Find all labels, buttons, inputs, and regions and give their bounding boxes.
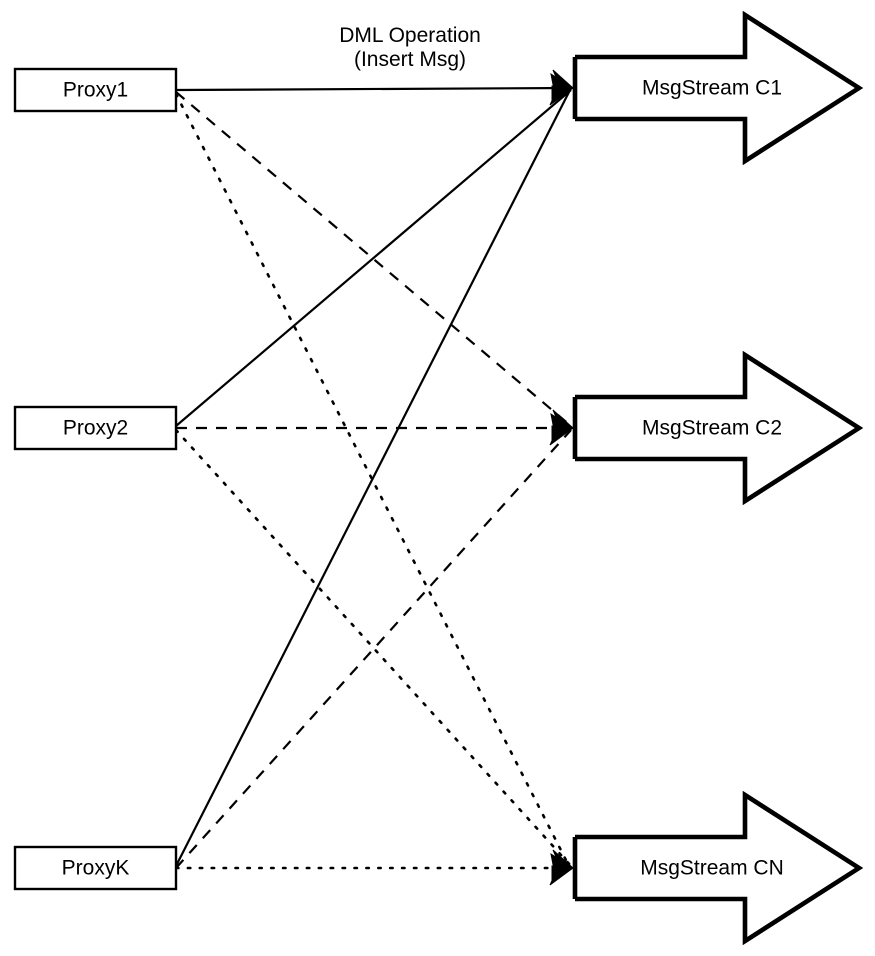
msgstream-node-c2[interactable]: MsgStream C2 [572, 350, 864, 506]
proxy-node-proxy2[interactable]: Proxy2 [13, 405, 178, 451]
proxy-box-rect [13, 845, 178, 891]
msgstream-node-cn[interactable]: MsgStream CN [572, 790, 864, 946]
links-layer [174, 86, 575, 870]
arrowhead-c1 [549, 69, 575, 106]
link-proxy1-to-stream_c2 [175, 91, 572, 427]
link-proxy2-to-stream_cn [174, 428, 573, 868]
msgstream-arrow-shape [575, 790, 864, 946]
proxy-label: ProxyK [62, 857, 130, 880]
edge-caption-line-1: DML Operation [339, 24, 481, 47]
proxy-box-rect [13, 67, 178, 113]
arrowhead-barb [549, 867, 574, 886]
link-proxy1-to-stream_c1 [175, 86, 574, 92]
arrowhead-c2 [549, 409, 575, 446]
msgstream-label: MsgStream CN [640, 857, 784, 880]
arrowheads-layer [549, 69, 575, 886]
arrowhead-barb [549, 427, 574, 446]
proxy-label: Proxy1 [63, 79, 128, 102]
arrowhead-barb [552, 849, 574, 869]
edge-caption: DML Operation (Insert Msg) [339, 24, 481, 71]
msgstream-node-c1[interactable]: MsgStream C1 [572, 10, 864, 166]
msgstream-arrow-shape [575, 10, 864, 166]
link-proxy1-to-stream_cn [174, 92, 571, 868]
arrowhead-cn [549, 849, 575, 886]
msgstream-nodes-layer: MsgStream C1 MsgStream C2 MsgStream CN [572, 10, 864, 946]
link-proxy2-to-stream_c1 [175, 89, 572, 427]
proxy-box-rect [13, 405, 178, 451]
arrowhead-barb [549, 87, 574, 106]
msgstream-label: MsgStream C2 [642, 417, 782, 440]
msgstream-label: MsgStream C1 [642, 77, 782, 100]
proxy-node-proxyk[interactable]: ProxyK [13, 845, 178, 891]
proxy-node-proxy1[interactable]: Proxy1 [13, 67, 178, 113]
arrowhead-barb [552, 69, 574, 89]
arrowhead-barb [552, 409, 574, 429]
link-proxyk-to-stream_c1 [175, 91, 570, 867]
proxy-label: Proxy2 [63, 417, 128, 440]
msgstream-arrow-shape [575, 350, 864, 506]
edge-caption-line-2: (Insert Msg) [354, 48, 466, 71]
